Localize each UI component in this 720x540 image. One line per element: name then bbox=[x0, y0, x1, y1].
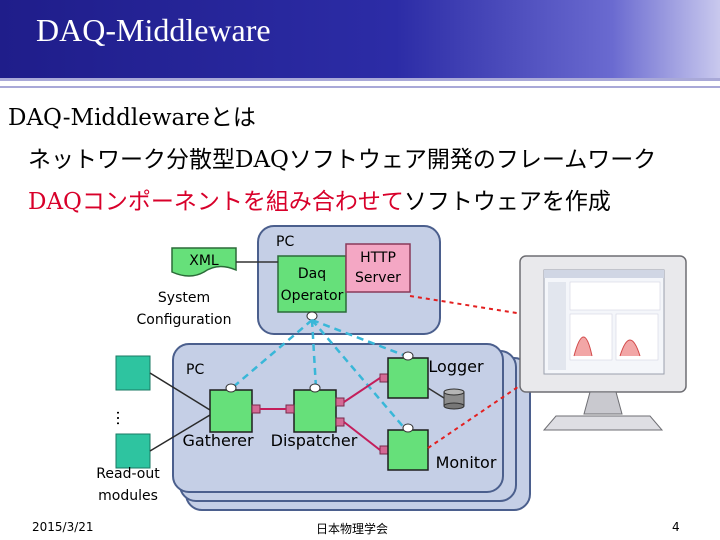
daq-operator-label-1: Daq bbox=[298, 266, 326, 282]
bullet-framework: ネットワーク分散型DAQソフトウェア開発のフレームワーク bbox=[28, 147, 657, 173]
footer-page-number: 4 bbox=[672, 520, 680, 534]
logger-label: Logger bbox=[428, 357, 484, 376]
gatherer-port bbox=[225, 383, 237, 393]
control-link-logger bbox=[311, 318, 407, 358]
dispatcher-in-port bbox=[285, 404, 295, 414]
bullet-components-red: DAQコンポーネントを組み合わせて bbox=[28, 189, 404, 215]
monitor-port bbox=[402, 423, 414, 433]
monitor-in-port bbox=[379, 445, 389, 455]
logger-component bbox=[387, 357, 429, 399]
title-divider bbox=[0, 78, 720, 81]
xml-label: XML bbox=[189, 253, 219, 269]
dispatcher-component bbox=[293, 389, 337, 433]
footer-org: 日本物理学会 bbox=[316, 522, 389, 536]
system-configuration-label-1: System bbox=[158, 290, 210, 306]
gatherer-label: Gatherer bbox=[182, 431, 254, 450]
logger-port bbox=[402, 351, 414, 361]
gatherer-out-port bbox=[251, 404, 261, 414]
readout-link-1 bbox=[149, 372, 211, 411]
gatherer-component bbox=[209, 389, 253, 433]
readout-links bbox=[149, 372, 211, 452]
pc-top-label: PC bbox=[276, 234, 294, 250]
pc-bottom-label: PC bbox=[186, 362, 204, 378]
http-server-label-1: HTTP bbox=[360, 250, 396, 266]
dispatcher-port bbox=[309, 383, 321, 393]
readout-label-2: modules bbox=[98, 488, 158, 504]
bullet-components: DAQコンポーネントを組み合わせてソフトウェアを作成 bbox=[28, 182, 611, 216]
title-bar bbox=[0, 0, 720, 78]
bullet-components-black: ソフトウェアを作成 bbox=[403, 189, 611, 215]
http-server-box bbox=[345, 243, 411, 293]
daq-operator-label-2: Operator bbox=[281, 288, 344, 304]
dispatcher-to-monitor-link bbox=[343, 421, 381, 451]
slide-title: DAQ-Middleware bbox=[36, 12, 271, 48]
system-configuration-label-2: Configuration bbox=[137, 312, 232, 328]
readout-module-2 bbox=[115, 433, 151, 469]
monitor-component bbox=[387, 429, 429, 471]
readout-module-1 bbox=[115, 355, 151, 391]
control-link-monitor bbox=[311, 319, 407, 431]
title-divider-thin bbox=[0, 86, 720, 88]
logger-in-port bbox=[379, 373, 389, 383]
bullet-heading: DAQ-Middlewareとは bbox=[8, 105, 256, 131]
control-links bbox=[231, 318, 407, 431]
xml-document-icon bbox=[171, 247, 237, 277]
disk-icon bbox=[443, 388, 465, 410]
logger-to-disk-link bbox=[427, 387, 445, 399]
dispatcher-out-port-2 bbox=[335, 417, 345, 427]
http-server-label-2: Server bbox=[355, 270, 401, 286]
computer-display-icon bbox=[519, 255, 687, 431]
readout-ellipsis: … bbox=[113, 410, 132, 426]
dispatcher-out-port-1 bbox=[335, 397, 345, 407]
daq-operator-port bbox=[306, 311, 318, 321]
readout-link-2 bbox=[149, 414, 211, 452]
monitor-label: Monitor bbox=[436, 453, 497, 472]
footer-date: 2015/3/21 bbox=[32, 520, 94, 534]
dispatcher-label: Dispatcher bbox=[271, 431, 358, 450]
dispatcher-to-logger-link bbox=[343, 377, 381, 403]
daq-operator-box bbox=[277, 255, 347, 313]
readout-label-1: Read-out bbox=[96, 466, 160, 482]
control-link-gatherer bbox=[231, 319, 313, 389]
